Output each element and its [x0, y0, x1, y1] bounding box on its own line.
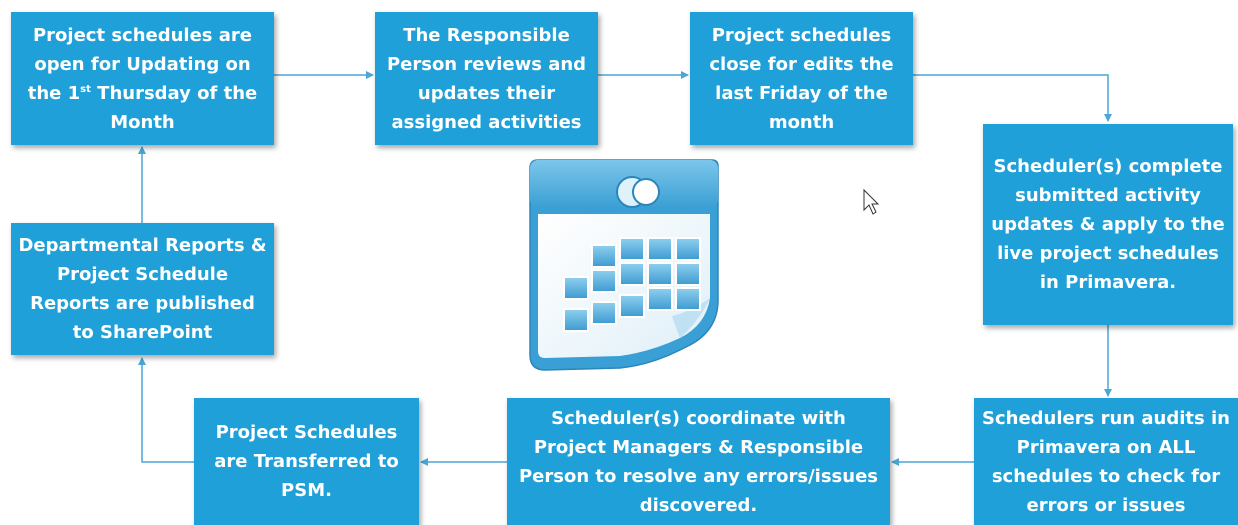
step-schedules-open-text: Project schedules are open for Updating … [17, 21, 268, 137]
step-schedulers-run-audits: Schedulers run audits in Primavera on AL… [974, 398, 1238, 525]
step-schedules-open-text-part2: Thursday of the Month [90, 82, 258, 133]
step-reports-published: Departmental Reports & Project Schedule … [11, 223, 274, 355]
step-scheduler-complete-updates: Scheduler(s) complete submitted activity… [983, 124, 1233, 325]
step-scheduler-coordinate-text: Scheduler(s) coordinate with Project Man… [518, 407, 878, 516]
step-schedules-close: Project schedules close for edits the la… [690, 12, 913, 145]
step-responsible-person-reviews: The Responsible Person reviews and updat… [375, 12, 598, 145]
arrow-b3-to-b4 [913, 74, 1112, 122]
step-transferred-to-psm: Project Schedules are Transferred to PSM… [194, 398, 419, 525]
step-scheduler-complete-updates-text: Scheduler(s) complete submitted activity… [991, 156, 1225, 293]
step-schedules-open: Project schedules are open for Updating … [11, 12, 274, 145]
step-schedulers-run-audits-text: Schedulers run audits in Primavera on AL… [982, 407, 1230, 516]
step-schedules-close-text: Project schedules close for edits the la… [709, 24, 894, 133]
ordinal-suffix: st [80, 83, 91, 95]
arrow-b7-to-b8 [138, 357, 194, 463]
step-schedules-open-text-part1: Project schedules are open for Updating … [27, 24, 253, 104]
step-scheduler-coordinate: Scheduler(s) coordinate with Project Man… [507, 398, 890, 525]
step-responsible-person-reviews-text: The Responsible Person reviews and updat… [386, 24, 587, 133]
step-transferred-to-psm-text: Project Schedules are Transferred to PSM… [214, 422, 399, 501]
step-reports-published-text: Departmental Reports & Project Schedule … [18, 235, 267, 343]
